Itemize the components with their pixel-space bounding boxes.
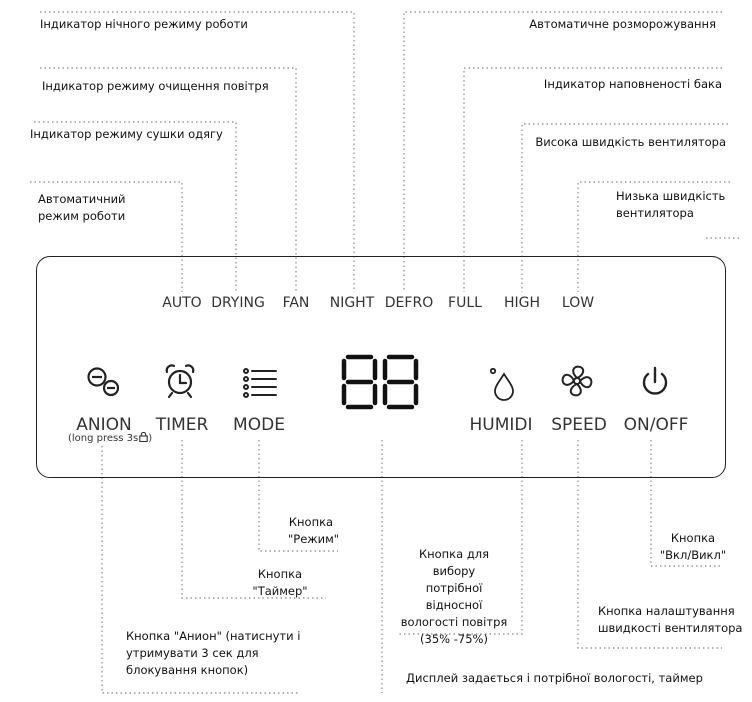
annotation-speed: Кнопка налаштування швидкості вентилятор…: [598, 603, 742, 637]
annotation-anion-line1: Кнопка "Анион" (натиснути і: [126, 629, 301, 643]
annotation-anion-line3: блокування кнопок): [126, 663, 249, 677]
annotation-timer-line1: Кнопка: [257, 567, 303, 581]
indicator-low: LOW: [561, 295, 595, 311]
annotation-high: Висока швидкість вентилятора: [535, 135, 726, 149]
leader-speed: [577, 440, 722, 649]
power-icon: [642, 366, 668, 395]
annotation-mode: Кнопка "Режим": [288, 514, 340, 548]
alarm-clock-icon: [165, 364, 195, 399]
anion-button[interactable]: ANION: [76, 415, 132, 435]
indicator-auto: AUTO: [162, 295, 202, 311]
annotation-low: Низька швидкість вентилятора: [616, 188, 725, 222]
indicator-night: NIGHT: [329, 295, 375, 311]
indicator-high: HIGH: [503, 295, 541, 311]
annotation-full: Індикатор наповненості бака: [543, 77, 722, 91]
annotation-night: Індикатор нічного режиму роботи: [40, 17, 248, 31]
leader-drying: [34, 121, 237, 292]
annotation-mode-line2: "Режим": [288, 532, 340, 546]
leader-auto: [30, 181, 183, 292]
speed-button[interactable]: SPEED: [551, 415, 607, 435]
leader-full: [463, 67, 722, 292]
annotation-anion: Кнопка "Анион" (натиснути і утримувати 3…: [126, 628, 300, 679]
mode-button[interactable]: MODE: [233, 415, 285, 435]
annotation-humidi: Кнопка для вибору потрібної відносної во…: [398, 546, 510, 648]
indicator-fan: FAN: [282, 295, 310, 311]
annotation-humidi-line1: Кнопка для вибору: [418, 547, 490, 578]
annotation-auto-line1: Автоматичний: [38, 192, 126, 206]
leader-high: [521, 123, 728, 292]
timer-button[interactable]: TIMER: [155, 415, 209, 435]
annotation-low-line1: Низька швидкість: [616, 189, 726, 203]
annotation-defro: Автоматичне розморожування: [529, 17, 716, 31]
annotation-fan: Індикатор режиму очищення повітря: [42, 79, 269, 93]
lock-icon: [139, 431, 148, 443]
annotation-anion-line2: утримувати 3 сек для: [126, 646, 259, 660]
leader-onoff: [650, 440, 722, 567]
annotation-mode-line1: Кнопка: [288, 515, 334, 529]
annotation-humidi-line4: вологості повітря: [400, 615, 508, 629]
annotation-low-line2: вентилятора: [616, 206, 694, 220]
annotation-auto: Автоматичний режим роботи: [38, 191, 126, 225]
leader-fan: [40, 67, 297, 292]
leader-defro: [403, 11, 722, 292]
annotation-onoff-line1: Кнопка: [670, 531, 716, 545]
leader-humidi: [398, 440, 523, 635]
annotation-humidi-line3: відносної: [425, 598, 483, 612]
leader-night: [40, 11, 355, 292]
annotation-speed-line1: Кнопка налаштування: [598, 604, 735, 618]
annotation-onoff-line2: "Вкл/Викл": [659, 548, 727, 562]
indicator-defro: DEFRO: [384, 295, 434, 311]
leader-anion: [101, 446, 298, 694]
annotation-humidi-line2: потрібної: [425, 581, 483, 595]
humidi-button[interactable]: HUMIDI: [469, 415, 533, 435]
annotation-timer-line2: "Таймер": [252, 584, 308, 598]
indicator-full: FULL: [448, 295, 482, 311]
anion-note: (long press 3s ): [68, 431, 153, 444]
seven-segment-display: [341, 354, 419, 410]
leader-timer: [181, 440, 326, 599]
mode-list-icon: [243, 368, 277, 398]
annotation-speed-line2: швидкості вентилятора: [598, 621, 743, 635]
annotation-display: Дисплей задається і потрібної вологості,…: [406, 671, 703, 685]
anion-icon: [87, 367, 120, 397]
annotation-humidi-line5: (35% -75%): [420, 632, 488, 646]
onoff-button[interactable]: ON/OFF: [623, 415, 689, 435]
annotation-timer: Кнопка "Таймер": [250, 566, 310, 600]
annotation-drying: Індикатор режиму сушки одягу: [30, 127, 223, 141]
water-drop-icon: [489, 367, 514, 401]
indicator-drying: DRYING: [211, 295, 265, 311]
annotation-auto-line2: режим роботи: [38, 209, 126, 223]
annotation-onoff: Кнопка "Вкл/Викл": [658, 530, 728, 564]
control-panel: [36, 256, 726, 478]
fan-icon: [561, 365, 593, 397]
leader-low: [577, 181, 730, 292]
